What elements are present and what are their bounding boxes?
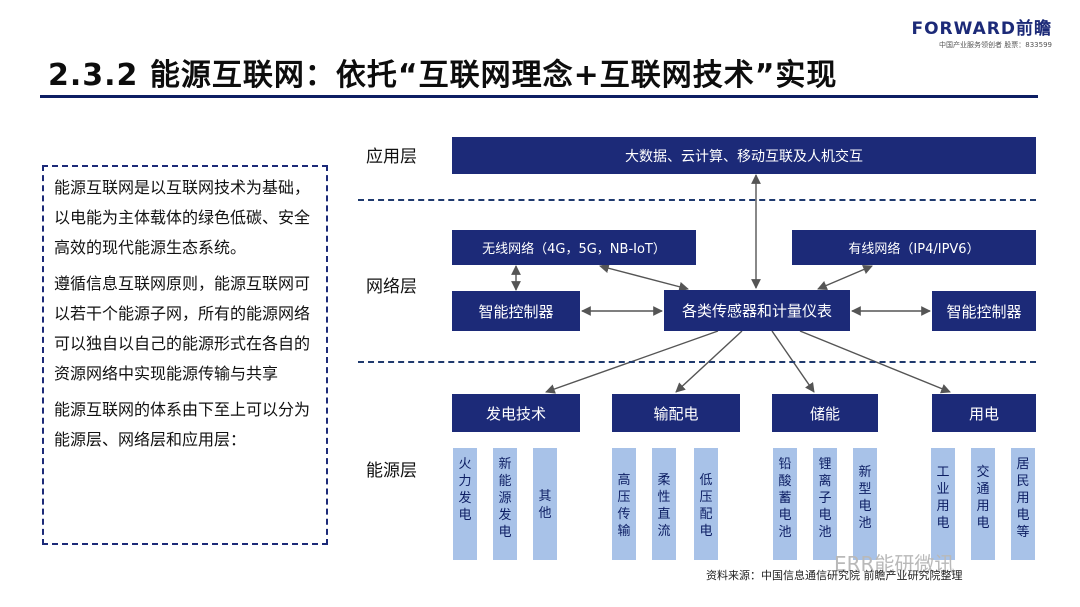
- watermark: ERR能研微讯: [834, 552, 955, 576]
- description-paragraph: 遵循信息互联网原则，能源互联网可以若干个能源子网，所有的能源网络可以独自以自己的…: [54, 274, 311, 383]
- category-consumption: 用电: [932, 394, 1036, 432]
- energy-item: 柔性直流: [652, 448, 676, 560]
- smart-controller-right: 智能控制器: [932, 291, 1036, 331]
- arrow-wired-sensors: [817, 264, 873, 291]
- energy-item: 新型电池: [853, 448, 877, 560]
- layer-label-network: 网络层: [366, 277, 417, 297]
- source-note: 资料来源：中国信息通信研究院 前瞻产业研究院整理: [706, 569, 963, 582]
- layer-label-energy: 能源层: [366, 461, 417, 481]
- category-distribution: 输配电: [612, 394, 740, 432]
- arrow-wireless-sensors: [599, 263, 689, 292]
- energy-item: 低压配电: [694, 448, 718, 560]
- wireless-network-box: 无线网络（4G，5G，NB-IoT）: [452, 230, 696, 265]
- layer-divider: [358, 361, 1036, 363]
- energy-item: 新能源发电: [493, 448, 517, 560]
- energy-item: 高压传输: [612, 448, 636, 560]
- energy-item: 居民用电等: [1011, 448, 1035, 560]
- application-box: 大数据、云计算、移动互联及人机交互: [452, 137, 1036, 174]
- energy-item: 锂离子电池: [813, 448, 837, 560]
- description-paragraph: 能源互联网是以互联网技术为基础，以电能为主体载体的绿色低碳、安全高效的现代能源生…: [54, 178, 311, 257]
- title-divider: [40, 95, 1038, 98]
- energy-item: 工业用电: [931, 448, 955, 560]
- logo-text: FORWARD前瞻: [911, 19, 1052, 39]
- energy-item: 其他: [533, 448, 557, 560]
- description-box: 能源互联网是以互联网技术为基础，以电能为主体载体的绿色低碳、安全高效的现代能源生…: [42, 165, 328, 545]
- sensors-meters-box: 各类传感器和计量仪表: [664, 290, 850, 331]
- description-paragraph: 能源互联网的体系由下至上可以分为能源层、网络层和应用层：: [54, 400, 311, 449]
- logo-subtext: 中国产业服务领创者 股票：833599: [939, 41, 1052, 49]
- energy-item: 火力发电: [453, 448, 477, 560]
- wired-network-box: 有线网络（IP4/IPV6）: [792, 230, 1036, 265]
- energy-item: 铅酸蓄电池: [773, 448, 797, 560]
- category-storage: 储能: [772, 394, 878, 432]
- layer-label-application: 应用层: [366, 147, 417, 167]
- energy-item: 交通用电: [971, 448, 995, 560]
- brand-logo: FORWARD前瞻 中国产业服务领创者 股票：833599: [911, 14, 1052, 50]
- category-generation: 发电技术: [452, 394, 580, 432]
- page-title: 2.3.2 能源互联网：依托“互联网理念+互联网技术”实现: [48, 58, 838, 93]
- layer-divider: [358, 199, 1036, 201]
- smart-controller-left: 智能控制器: [452, 291, 580, 331]
